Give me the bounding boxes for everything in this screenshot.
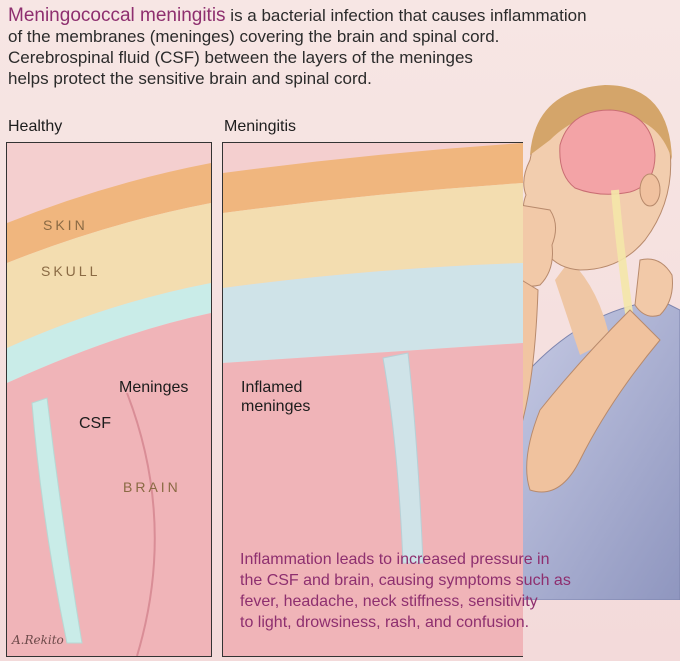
summary-text: Inflammation leads to increased pressure… bbox=[240, 549, 660, 633]
summary-line4: to light, drowsiness, rash, and confusio… bbox=[240, 614, 530, 631]
brain-label: BRAIN bbox=[123, 479, 181, 495]
meningitis-layers-illustration bbox=[223, 143, 523, 656]
intro-line3: Cerebrospinal fluid (CSF) between the la… bbox=[8, 48, 473, 67]
meninges-callout: Meninges bbox=[119, 379, 189, 396]
inflamed-line1: Inflamed bbox=[241, 379, 303, 396]
summary-line1: Inflammation leads to increased pressure… bbox=[240, 551, 550, 568]
intro-line2: of the membranes (meninges) covering the… bbox=[8, 27, 500, 46]
healthy-layers-illustration bbox=[7, 163, 211, 656]
meningitis-panel-label: Meningitis bbox=[224, 118, 297, 135]
summary-line2: the CSF and brain, causing symptoms such… bbox=[240, 572, 571, 589]
healthy-cross-section: SKIN SKULL BRAIN Meninges CSF bbox=[6, 142, 212, 657]
inflamed-meninges-callout: Inflamed meninges bbox=[241, 378, 310, 416]
healthy-panel-label: Healthy bbox=[8, 118, 63, 135]
intro-text: Meningococcal meningitis is a bacterial … bbox=[8, 5, 676, 89]
intro-line4: helps protect the sensitive brain and sp… bbox=[8, 69, 372, 88]
skull-label: SKULL bbox=[41, 263, 101, 279]
skin-label: SKIN bbox=[43, 217, 88, 233]
summary-line3: fever, headache, neck stiffness, sensiti… bbox=[240, 593, 538, 610]
artist-signature: A.Rekito bbox=[12, 633, 64, 647]
csf-callout: CSF bbox=[79, 415, 111, 432]
intro-term: Meningococcal meningitis bbox=[8, 5, 226, 26]
meningitis-cross-section: Inflamed meninges bbox=[222, 142, 523, 657]
intro-line1: is a bacterial infection that causes inf… bbox=[225, 6, 587, 25]
inflamed-line2: meninges bbox=[241, 398, 311, 415]
